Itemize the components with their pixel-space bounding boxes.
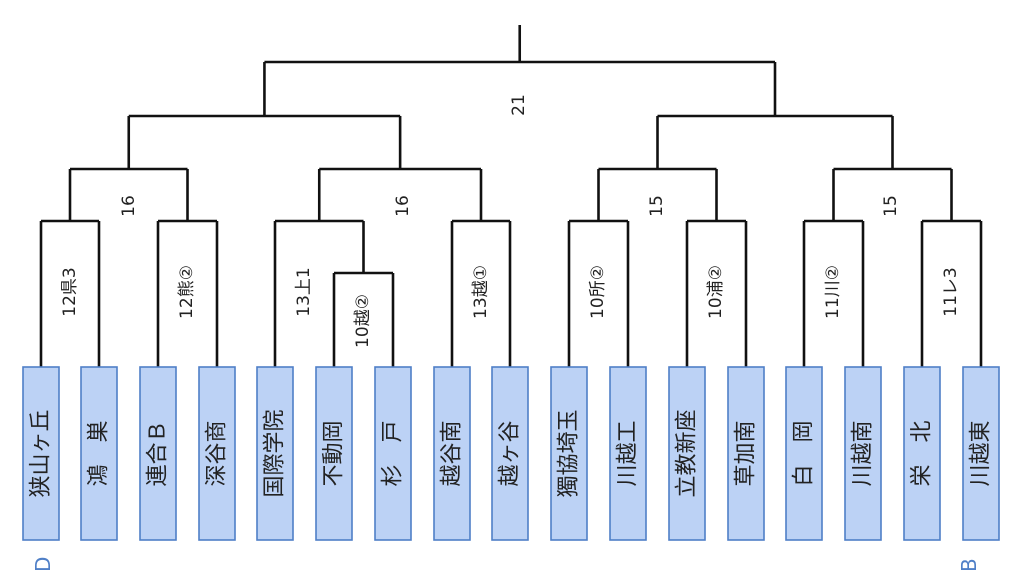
- team-name: 川越南: [851, 420, 876, 486]
- team-name: 鴻 巣: [87, 420, 112, 486]
- team-box: [727, 366, 765, 541]
- team-name: 草加南: [734, 420, 759, 486]
- team-box: [139, 366, 177, 541]
- team-box: [962, 366, 1000, 541]
- bracket-lines: [39, 25, 983, 367]
- team-name: 白 岡: [792, 420, 817, 486]
- team-name: 栄 北: [910, 420, 935, 486]
- team-name: 川越工: [616, 420, 641, 486]
- team-box: [785, 366, 823, 541]
- zone-label-left: D: [31, 557, 55, 572]
- zone-label-right: B: [957, 558, 981, 572]
- team-name: 狭山ヶ丘: [29, 409, 54, 497]
- match-score: 10浦②: [706, 265, 726, 319]
- team-box: [22, 366, 60, 541]
- match-score: 10越②: [353, 294, 373, 348]
- match-score: 15: [647, 195, 667, 217]
- team-name: 立教新座: [675, 409, 700, 497]
- match-score: 15: [881, 195, 901, 217]
- team-name: 越ヶ谷: [498, 420, 523, 486]
- team-name: 深谷商: [205, 420, 230, 486]
- team-box: [198, 366, 236, 541]
- team-box: [668, 366, 706, 541]
- team-box: [609, 366, 647, 541]
- team-name: 国際学院: [263, 409, 288, 497]
- match-score: 11川②: [823, 265, 843, 319]
- team-name: 獨協埼玉: [557, 409, 582, 497]
- team-name: 杉 戸: [381, 420, 406, 486]
- team-box: [491, 366, 529, 541]
- match-score: 16: [393, 195, 413, 217]
- match-scores: 12県3 12熊② 10越② 13上1 13越① 10所② 10浦② 11川② 11レ3 16 16…: [60, 94, 961, 348]
- match-score: 12県3: [60, 267, 80, 316]
- team-box: [315, 366, 353, 541]
- team-box: [80, 366, 118, 541]
- team-box: [844, 366, 882, 541]
- team-box: [903, 366, 941, 541]
- team-box: [374, 366, 412, 541]
- team-name: 越谷南: [440, 420, 465, 486]
- match-score: 13上1: [294, 267, 314, 316]
- match-score: 11レ3: [941, 267, 961, 316]
- team-boxes: 狭山ヶ丘 鴻 巣 連合Ｂ 深谷商 国際学院 不動岡 杉 戸 越谷南 越ヶ谷 獨協埼玉 川越工 立教新座…: [22, 366, 1000, 541]
- match-score: 21: [509, 94, 529, 116]
- team-box: [433, 366, 471, 541]
- match-score: 12熊②: [177, 265, 197, 319]
- team-name: 川越東: [969, 420, 994, 486]
- match-score: 16: [119, 195, 139, 217]
- match-score: 10所②: [588, 265, 608, 319]
- team-name: 連合Ｂ: [146, 420, 171, 486]
- team-box: [256, 366, 294, 541]
- team-name: 不動岡: [322, 420, 347, 486]
- match-score: 13越①: [471, 265, 491, 319]
- team-box: [550, 366, 588, 541]
